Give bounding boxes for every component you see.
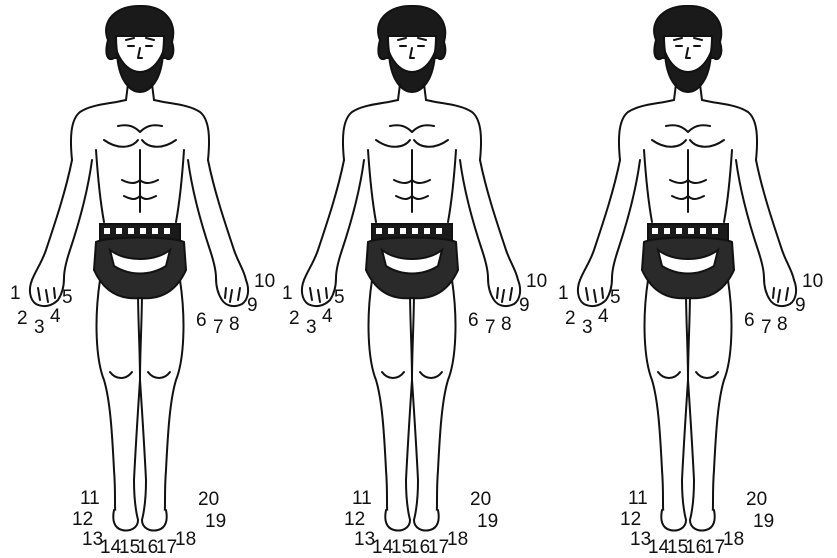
point-label-17: 17 xyxy=(156,538,177,557)
point-label-7: 7 xyxy=(213,318,224,337)
point-label-11: 11 xyxy=(80,489,100,508)
point-label-8: 8 xyxy=(229,315,240,334)
point-label-16: 16 xyxy=(409,538,430,557)
point-label-5: 5 xyxy=(62,288,73,307)
point-label-9: 9 xyxy=(247,296,258,315)
point-label-19: 19 xyxy=(205,512,226,531)
point-label-11: 11 xyxy=(628,489,648,508)
point-label-14: 14 xyxy=(100,538,121,557)
point-label-12: 12 xyxy=(344,510,365,529)
point-label-10: 10 xyxy=(802,272,823,291)
point-label-6: 6 xyxy=(468,311,479,330)
point-label-1: 1 xyxy=(282,284,293,303)
point-label-11: 11 xyxy=(352,489,372,508)
point-label-20: 20 xyxy=(746,490,767,509)
point-label-3: 3 xyxy=(34,318,45,337)
point-label-8: 8 xyxy=(501,315,512,334)
point-label-17: 17 xyxy=(428,538,449,557)
point-label-10: 10 xyxy=(526,272,547,291)
point-label-7: 7 xyxy=(485,318,496,337)
point-label-18: 18 xyxy=(723,530,744,549)
point-label-2: 2 xyxy=(565,309,576,328)
point-label-19: 19 xyxy=(477,512,498,531)
point-label-19: 19 xyxy=(753,512,774,531)
point-label-17: 17 xyxy=(704,538,725,557)
point-label-6: 6 xyxy=(196,311,207,330)
point-label-16: 16 xyxy=(137,538,158,557)
point-label-3: 3 xyxy=(306,318,317,337)
point-label-1: 1 xyxy=(558,284,569,303)
point-label-4: 4 xyxy=(50,307,61,326)
point-label-1: 1 xyxy=(10,284,21,303)
point-label-5: 5 xyxy=(610,288,621,307)
point-label-16: 16 xyxy=(685,538,706,557)
point-label-3: 3 xyxy=(582,318,593,337)
point-label-20: 20 xyxy=(198,490,219,509)
point-label-6: 6 xyxy=(744,311,755,330)
point-label-5: 5 xyxy=(334,288,345,307)
point-label-18: 18 xyxy=(175,530,196,549)
point-label-12: 12 xyxy=(620,510,641,529)
point-label-14: 14 xyxy=(648,538,669,557)
point-label-9: 9 xyxy=(519,296,530,315)
point-label-12: 12 xyxy=(72,510,93,529)
point-label-4: 4 xyxy=(598,307,609,326)
point-label-20: 20 xyxy=(470,490,491,509)
point-label-4: 4 xyxy=(322,307,333,326)
point-label-7: 7 xyxy=(761,318,772,337)
point-label-18: 18 xyxy=(447,530,468,549)
point-label-9: 9 xyxy=(795,296,806,315)
point-label-14: 14 xyxy=(372,538,393,557)
point-label-2: 2 xyxy=(17,309,28,328)
point-label-8: 8 xyxy=(777,315,788,334)
point-label-2: 2 xyxy=(289,309,300,328)
